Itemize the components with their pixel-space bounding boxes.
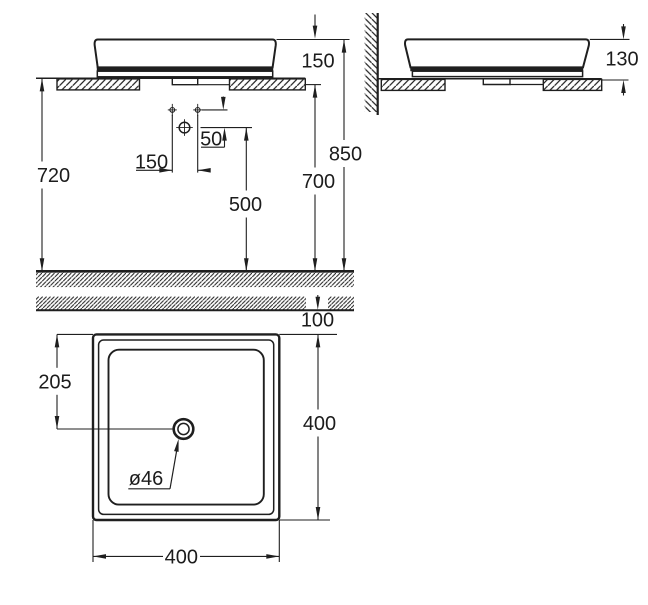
drain-center-front <box>176 119 193 136</box>
countertop-side-recess <box>482 78 511 86</box>
basin-front-base <box>96 70 274 78</box>
dim-700: 700 <box>302 84 335 272</box>
dim-150-holes-label: 150 <box>135 151 168 173</box>
dim-400-depth-label: 400 <box>303 413 336 435</box>
dim-130-label: 130 <box>605 49 638 71</box>
wall-side-hatch <box>364 13 378 112</box>
countertop-side-hatch-left <box>380 78 446 92</box>
dim-700-label: 700 <box>302 171 335 193</box>
basin-side-base <box>411 70 584 78</box>
faucet-hole-left <box>167 103 177 116</box>
dim-130: 130 <box>589 24 639 96</box>
side-view: 130 <box>364 13 639 115</box>
floor-hatch <box>36 272 354 288</box>
basin-side-outline <box>404 38 590 69</box>
dim-drain-diameter-label: ø46 <box>129 468 163 490</box>
wall-plan-hatch-right <box>328 296 354 310</box>
wall-plan-hatch-left <box>36 296 306 310</box>
basin-front-rim-band <box>96 66 274 72</box>
dim-850-label: 850 <box>329 144 362 166</box>
dim-100-label: 100 <box>301 309 334 331</box>
basin-side-rim-band <box>410 66 584 72</box>
basin-front-outline <box>93 38 277 69</box>
drain-plan <box>172 417 195 441</box>
front-view: 720 500 50 150 <box>36 14 362 288</box>
dim-drain-diameter: ø46 <box>128 438 181 490</box>
dim-720: 720 <box>37 78 70 272</box>
plan-view: 100 205 400 400 <box>36 295 354 568</box>
dim-400-width: 400 <box>92 520 280 568</box>
dim-50: 50 <box>200 96 228 150</box>
dim-720-label: 720 <box>37 165 70 187</box>
dim-150-holes: 150 <box>135 114 211 173</box>
dim-50-label: 50 <box>200 128 222 150</box>
dim-150-basin: 150 <box>276 14 350 73</box>
dim-205: 205 <box>38 333 174 430</box>
dim-100: 100 <box>301 295 334 348</box>
dim-500: 500 <box>200 127 262 272</box>
dim-500-label: 500 <box>229 194 262 216</box>
dim-150-basin-label: 150 <box>301 51 334 73</box>
basin-plan-bowl <box>107 348 265 506</box>
dim-850: 850 <box>329 39 362 272</box>
faucet-hole-right <box>193 103 203 116</box>
dim-400-width-label: 400 <box>165 546 198 568</box>
dim-400-depth: 400 <box>279 333 337 521</box>
countertop-side-hatch-right <box>542 78 603 92</box>
countertop-front-hatch-right <box>228 78 307 91</box>
dim-205-label: 205 <box>38 371 71 393</box>
countertop-front-recess <box>171 78 199 86</box>
countertop-front-hatch-left <box>56 78 141 91</box>
basin-plan-rim <box>97 339 275 516</box>
